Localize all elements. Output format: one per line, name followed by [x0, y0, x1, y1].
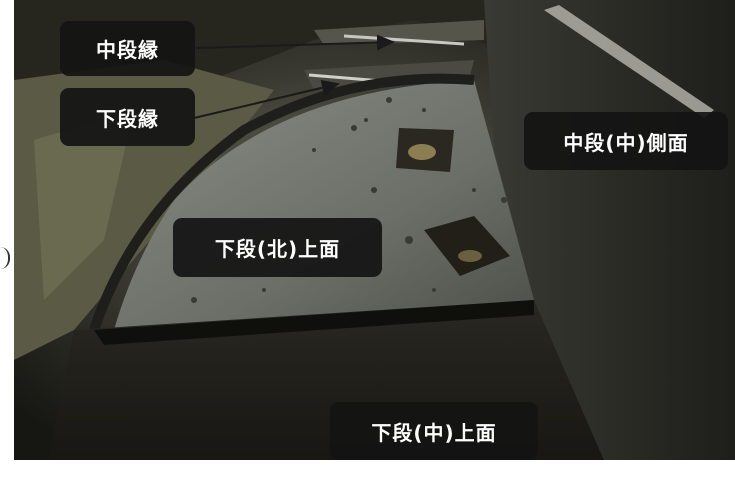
label-middle-edge: 中段縁 [60, 21, 195, 76]
label-lower-center-top: 下段(中)上面 [330, 402, 538, 460]
lower-edge-arrow [193, 79, 340, 119]
middle-edge-arrow [195, 34, 395, 51]
label-lower-north-top: 下段(北)上面 [173, 218, 382, 277]
left-edge-mark [0, 247, 10, 269]
label-lower-edge: 下段縁 [60, 88, 195, 146]
label-middle-center-side: 中段(中)側面 [524, 112, 728, 170]
